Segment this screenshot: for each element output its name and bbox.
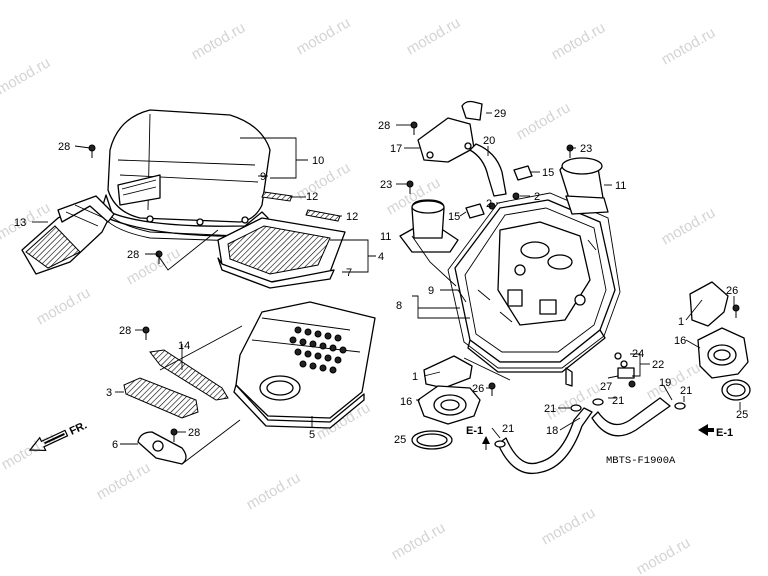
hose-part <box>469 143 507 197</box>
o-ring-part <box>411 430 453 450</box>
callout-number: 21 <box>502 423 514 435</box>
watermark: motod.ru <box>404 14 464 58</box>
callout-number: 1 <box>678 316 684 328</box>
watermark: motod.ru <box>549 19 609 63</box>
callout-number: 26 <box>472 383 484 395</box>
watermark: motod.ru <box>0 54 53 98</box>
funnel-part <box>559 157 609 215</box>
callout-number: 28 <box>378 120 390 132</box>
callout-number: 9 <box>260 171 266 183</box>
callout-number: 12 <box>346 211 358 223</box>
reference-e1: E-1 <box>698 424 733 439</box>
hose-part <box>497 407 593 474</box>
callout-number: 21 <box>612 395 624 407</box>
callout-number: 23 <box>380 179 392 191</box>
callout-number: 19 <box>659 377 671 389</box>
callout-number: 25 <box>736 409 748 421</box>
insulator-part <box>697 327 749 379</box>
callout-number: 18 <box>546 425 558 437</box>
watermark: motod.ru <box>514 99 574 143</box>
strip-part <box>261 191 341 222</box>
callout-number: 28 <box>58 141 70 153</box>
callout-number: 1 <box>412 371 418 383</box>
callout-number: 26 <box>726 285 738 297</box>
callout-number: 3 <box>106 387 112 399</box>
callout-number: 16 <box>400 396 412 408</box>
callout-number: 13 <box>14 217 26 229</box>
air-filter-part <box>217 217 346 289</box>
callout-number: 28 <box>119 325 131 337</box>
watermark: motod.ru <box>0 429 58 473</box>
callout-number: 5 <box>309 429 315 441</box>
callout-number: 28 <box>127 249 139 261</box>
callout-number: 4 <box>378 251 384 263</box>
callout-number: 2 <box>534 191 540 203</box>
gasket-part <box>447 192 621 369</box>
callout-number: 21 <box>680 385 692 397</box>
bolt-part <box>406 121 740 396</box>
clip-part <box>513 165 533 181</box>
callout-number: 11 <box>380 231 391 243</box>
reference-label: E-1 <box>466 425 483 437</box>
cover-part <box>417 117 475 163</box>
callout-number: 24 <box>632 348 644 360</box>
intake-funnel-part <box>21 195 115 275</box>
callout-number: 29 <box>494 108 506 120</box>
hose-part <box>591 397 671 437</box>
seal-part <box>689 281 729 327</box>
callout-number: 28 <box>188 427 200 439</box>
watermark: motod.ru <box>659 24 719 68</box>
figure-code: MBTS-F1900A <box>606 455 676 467</box>
callout-number: 16 <box>674 335 686 347</box>
insulator-part <box>417 385 481 425</box>
callout-number: 20 <box>483 135 495 147</box>
reference-e1: E-1 <box>466 425 490 450</box>
callout-number: 9 <box>428 285 434 297</box>
callout-number: 12 <box>306 191 318 203</box>
bracket-part <box>149 349 229 401</box>
callout-number: 25 <box>394 434 406 446</box>
direction-label: FR. <box>68 419 89 437</box>
seal-part <box>423 355 473 389</box>
callout-number: 27 <box>600 381 612 393</box>
watermark: motod.ru <box>34 284 94 328</box>
callout-number: 15 <box>448 211 460 223</box>
watermark: motod.ru <box>634 534 694 576</box>
honeycomb-mesh <box>289 326 347 374</box>
fitting-part <box>614 352 635 379</box>
callout-number: 23 <box>580 143 592 155</box>
watermark: motod.ru <box>244 469 304 513</box>
reference-label: E-1 <box>716 427 733 439</box>
watermark: motod.ru <box>659 204 719 248</box>
callout-number: 17 <box>390 143 402 155</box>
callout-number: 2 <box>486 198 492 210</box>
callout-labels: 28 10 9 13 12 12 28 4 7 28 14 3 6 28 5 2… <box>14 108 748 451</box>
watermark: motod.ru <box>294 14 354 58</box>
callout-number: 11 <box>615 180 626 192</box>
plate-small-part <box>137 431 187 465</box>
callout-number: 8 <box>396 300 402 312</box>
funnel-part <box>399 199 459 253</box>
clip-part <box>465 203 485 219</box>
leader-lines-right <box>396 112 741 439</box>
cap-part <box>461 100 483 121</box>
upper-case-part <box>99 109 271 237</box>
clamp-part <box>494 398 686 448</box>
plate-part <box>123 377 199 419</box>
watermark: motod.ru <box>94 459 154 503</box>
watermark: motod.ru <box>539 504 599 548</box>
callout-number: 22 <box>652 359 664 371</box>
callout-number: 15 <box>542 167 554 179</box>
callout-number: 21 <box>544 403 556 415</box>
o-ring-part <box>721 379 751 401</box>
callout-number: 10 <box>312 155 324 167</box>
watermark: motod.ru <box>189 19 249 63</box>
callout-number: 6 <box>112 439 118 451</box>
callout-number: 7 <box>346 267 352 279</box>
lower-case-part <box>233 301 376 429</box>
callout-number: 14 <box>178 340 190 352</box>
leader-lines-left <box>32 137 376 465</box>
watermark: motod.ru <box>389 519 449 563</box>
